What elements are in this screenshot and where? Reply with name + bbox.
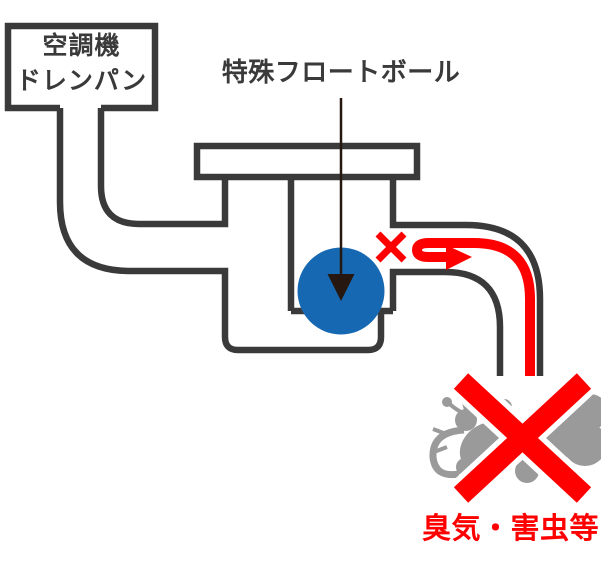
blocked-label: 臭気・害虫等 (421, 511, 599, 545)
drain-pan-label-line1: 空調機 (42, 31, 121, 60)
prohibited-x-icon (450, 369, 595, 507)
inlet-pipe-lower-line (56, 108, 385, 354)
drain-pan-label: 空調機 ドレンパン (8, 28, 155, 98)
blocked-cross-stroke (375, 231, 407, 263)
prohibited-x-stroke (453, 373, 592, 503)
down-arrow-pointer-icon (327, 274, 355, 301)
inlet-pipe-upper-line (97, 108, 229, 228)
cockroach-icon (429, 391, 515, 479)
outlet-pipe-lower-line (389, 268, 504, 376)
outlet-pipe-upper-line (389, 177, 544, 376)
float-ball-label: 特殊フロートボール (221, 58, 461, 88)
flow-arrowhead (446, 245, 472, 270)
drain-pan-outline (4, 22, 159, 112)
blocked-cross-icon (373, 229, 409, 265)
trap-cap (193, 142, 421, 181)
u-turn-arrow-icon (411, 238, 535, 376)
drain-pan-label-line2: ドレンパン (15, 66, 148, 95)
flow-line (411, 238, 535, 376)
